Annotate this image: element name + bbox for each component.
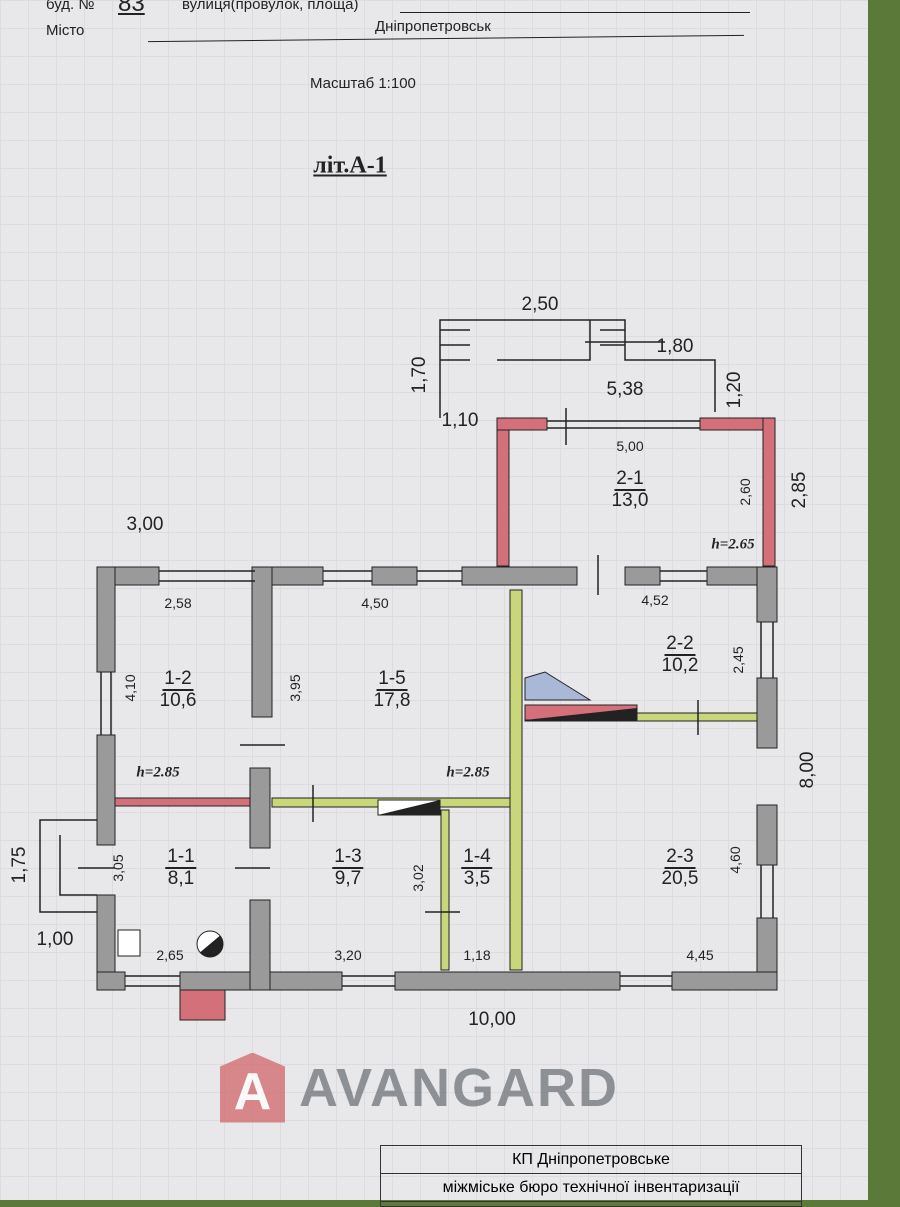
room-number: 1-2 xyxy=(162,668,194,691)
dimension-label: 3,02 xyxy=(410,864,426,892)
room-area: 10,6 xyxy=(159,690,197,711)
dimension-label: 1,20 xyxy=(724,371,745,409)
room-area: 20,5 xyxy=(661,868,699,889)
scale-label: Масштаб 1:100 xyxy=(310,75,416,92)
dimension-label: 2,50 xyxy=(521,294,559,315)
dimension-label: 4,52 xyxy=(641,592,669,608)
dimension-label: 1,00 xyxy=(36,929,74,950)
dimension-label: 4,50 xyxy=(361,595,389,611)
dimension-label: 1,70 xyxy=(409,356,430,394)
dimension-label: 3,95 xyxy=(287,674,303,702)
windows xyxy=(100,420,774,987)
room-area: 17,8 xyxy=(373,690,411,711)
dimension-label: 2,45 xyxy=(730,646,746,674)
stair-and-stove-symbols xyxy=(117,671,638,958)
dimension-label: 1,10 xyxy=(441,410,479,431)
room-number: 1-1 xyxy=(165,846,197,869)
dimension-label: 5,38 xyxy=(606,379,644,400)
dimension-label: 4,45 xyxy=(686,947,714,963)
room-number: 2-2 xyxy=(664,633,696,656)
dimension-label: 3,00 xyxy=(126,514,164,535)
ceiling-height: h=2.65 xyxy=(711,536,755,553)
watermark-logo: A xyxy=(220,1052,285,1123)
ceiling-height: h=2.85 xyxy=(446,764,490,781)
floor-plan xyxy=(39,319,778,1021)
door-marks xyxy=(78,408,699,913)
room-area: 8,1 xyxy=(167,868,195,889)
room-area: 3,5 xyxy=(463,868,491,889)
city-label: Місто xyxy=(46,22,85,39)
room-area: 9,7 xyxy=(334,868,362,889)
dimension-label: 1,75 xyxy=(9,846,30,884)
street-label: вулиця(провулок, площа) xyxy=(182,0,359,13)
gray-walls xyxy=(96,566,778,991)
dimension-label: 4,10 xyxy=(122,674,138,702)
room-number: 2-3 xyxy=(664,846,696,869)
stamp-line-2: міжміське бюро технічної інвентаризації xyxy=(381,1174,801,1202)
dimension-label: 4,60 xyxy=(727,846,743,874)
watermark-text: AVANGARD xyxy=(299,1057,619,1118)
street-underline xyxy=(400,12,750,13)
document-page: буд. № 83 вулиця(провулок, площа) Місто … xyxy=(0,0,868,1207)
dimension-label: 10,00 xyxy=(468,1009,516,1030)
dimension-label: 1,80 xyxy=(656,336,694,357)
red-walls xyxy=(114,417,776,1021)
watermark: A AVANGARD xyxy=(220,1050,619,1125)
dimension-label: 3,20 xyxy=(334,947,362,963)
dimension-label: 2,60 xyxy=(737,478,753,506)
dimension-label: 1,18 xyxy=(463,947,491,963)
room-area: 13,0 xyxy=(611,490,649,511)
dimension-label: 2,85 xyxy=(789,471,810,509)
room-area: 10,2 xyxy=(661,655,699,676)
stamp-line-1: КП Дніпропетровське xyxy=(381,1146,801,1174)
room-number: 1-5 xyxy=(376,668,408,691)
dimension-label: 5,00 xyxy=(616,438,644,454)
building-label: буд. № xyxy=(46,0,95,13)
city-value: Дніпропетровськ xyxy=(375,18,491,35)
bti-stamp: КП Дніпропетровське міжміське бюро техні… xyxy=(380,1145,802,1207)
dimension-label: 2,58 xyxy=(164,595,192,611)
ceiling-height: h=2.85 xyxy=(136,764,180,781)
room-number: 2-1 xyxy=(614,468,646,491)
room-number: 1-4 xyxy=(461,846,493,869)
dimension-label: 8,00 xyxy=(797,751,818,789)
porch-outlines xyxy=(39,319,716,913)
room-number: 1-3 xyxy=(332,846,364,869)
dimension-label: 2,65 xyxy=(156,947,184,963)
building-number: 83 xyxy=(118,0,145,17)
plan-title: літ.А-1 xyxy=(313,152,387,179)
dimension-label: 3,05 xyxy=(110,854,126,882)
